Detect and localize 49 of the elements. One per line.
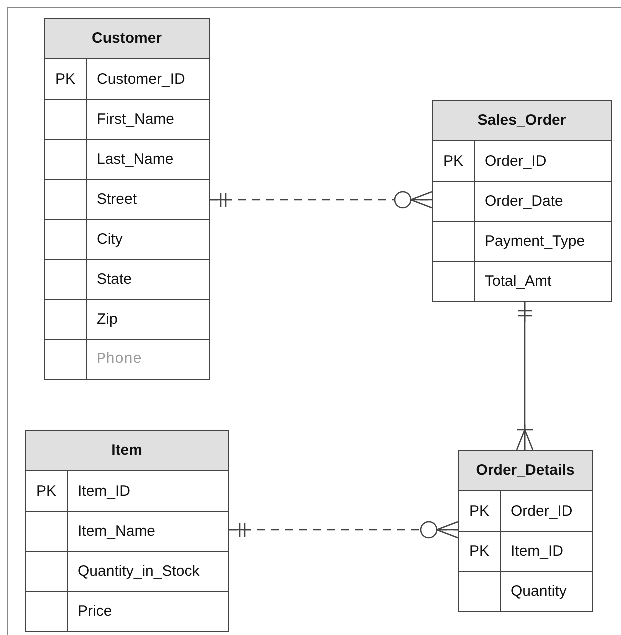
table-row <box>45 139 209 179</box>
table-row <box>459 571 592 611</box>
entity-table <box>432 100 612 302</box>
primary-key-label: PK <box>459 491 501 531</box>
field-name: Last_Name <box>96 150 174 170</box>
entity-name: Item <box>26 431 228 471</box>
primary-key-label: PK <box>433 141 475 181</box>
table-row <box>433 261 611 301</box>
entity-table <box>25 430 229 632</box>
entity-table <box>458 450 593 612</box>
table-row <box>45 99 209 139</box>
field-name: Order_ID <box>510 502 573 522</box>
field-name: First_Name <box>96 110 175 130</box>
field-name: State <box>96 270 132 290</box>
field-name: Item_Name <box>77 522 156 542</box>
table-row <box>45 299 209 339</box>
field-name: Total_Amt <box>484 272 552 292</box>
table-row <box>433 181 611 221</box>
field-name: Customer_ID <box>96 70 186 90</box>
field-name: Payment_Type <box>484 232 586 252</box>
entity-name: Order_Details <box>459 451 592 491</box>
field-name: Item_ID <box>510 542 564 562</box>
field-name: Price <box>77 602 112 622</box>
field-name: Zip <box>96 310 118 330</box>
table-row <box>459 531 592 571</box>
table-row <box>26 591 228 631</box>
field-name: Quantity_in_Stock <box>77 562 200 582</box>
table-row <box>45 339 209 379</box>
field-name: Phone <box>96 350 142 370</box>
entity-table <box>44 18 210 380</box>
field-name: Item_ID <box>77 482 131 502</box>
relationship-line <box>209 191 433 209</box>
primary-key-label: PK <box>26 471 68 511</box>
field-name: Street <box>96 190 138 210</box>
table-row <box>26 551 228 591</box>
table-row <box>45 219 209 259</box>
table-row <box>433 221 611 261</box>
field-name: Order_Date <box>484 192 564 212</box>
entity-name: Sales_Order <box>433 101 611 141</box>
table-row <box>45 259 209 299</box>
relationship-line <box>228 521 459 539</box>
field-name: Order_ID <box>484 152 547 172</box>
field-name: City <box>96 230 123 250</box>
field-name: Quantity <box>510 582 567 602</box>
table-row <box>45 179 209 219</box>
primary-key-label: PK <box>459 532 501 571</box>
primary-key-label: PK <box>45 59 87 99</box>
entity-name: Customer <box>45 19 209 59</box>
table-row <box>26 511 228 551</box>
